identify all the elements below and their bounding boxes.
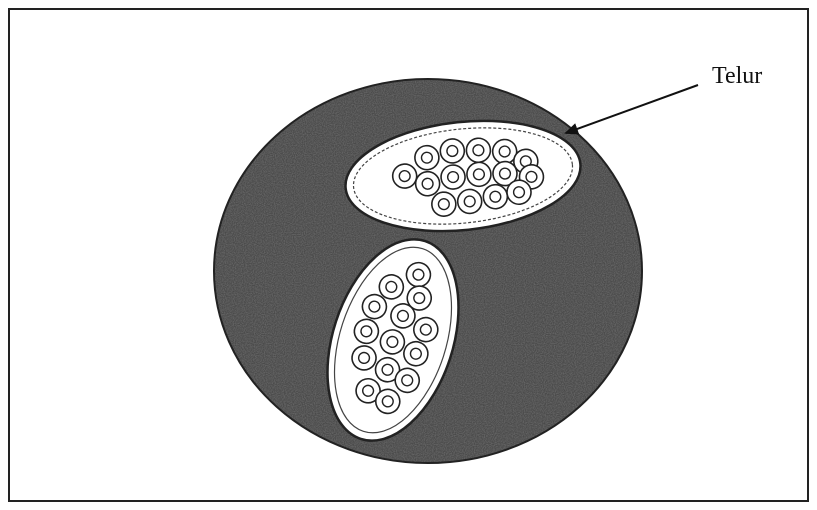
label-pointer-arrow: [566, 85, 698, 133]
egg-label: Telur: [712, 63, 762, 89]
